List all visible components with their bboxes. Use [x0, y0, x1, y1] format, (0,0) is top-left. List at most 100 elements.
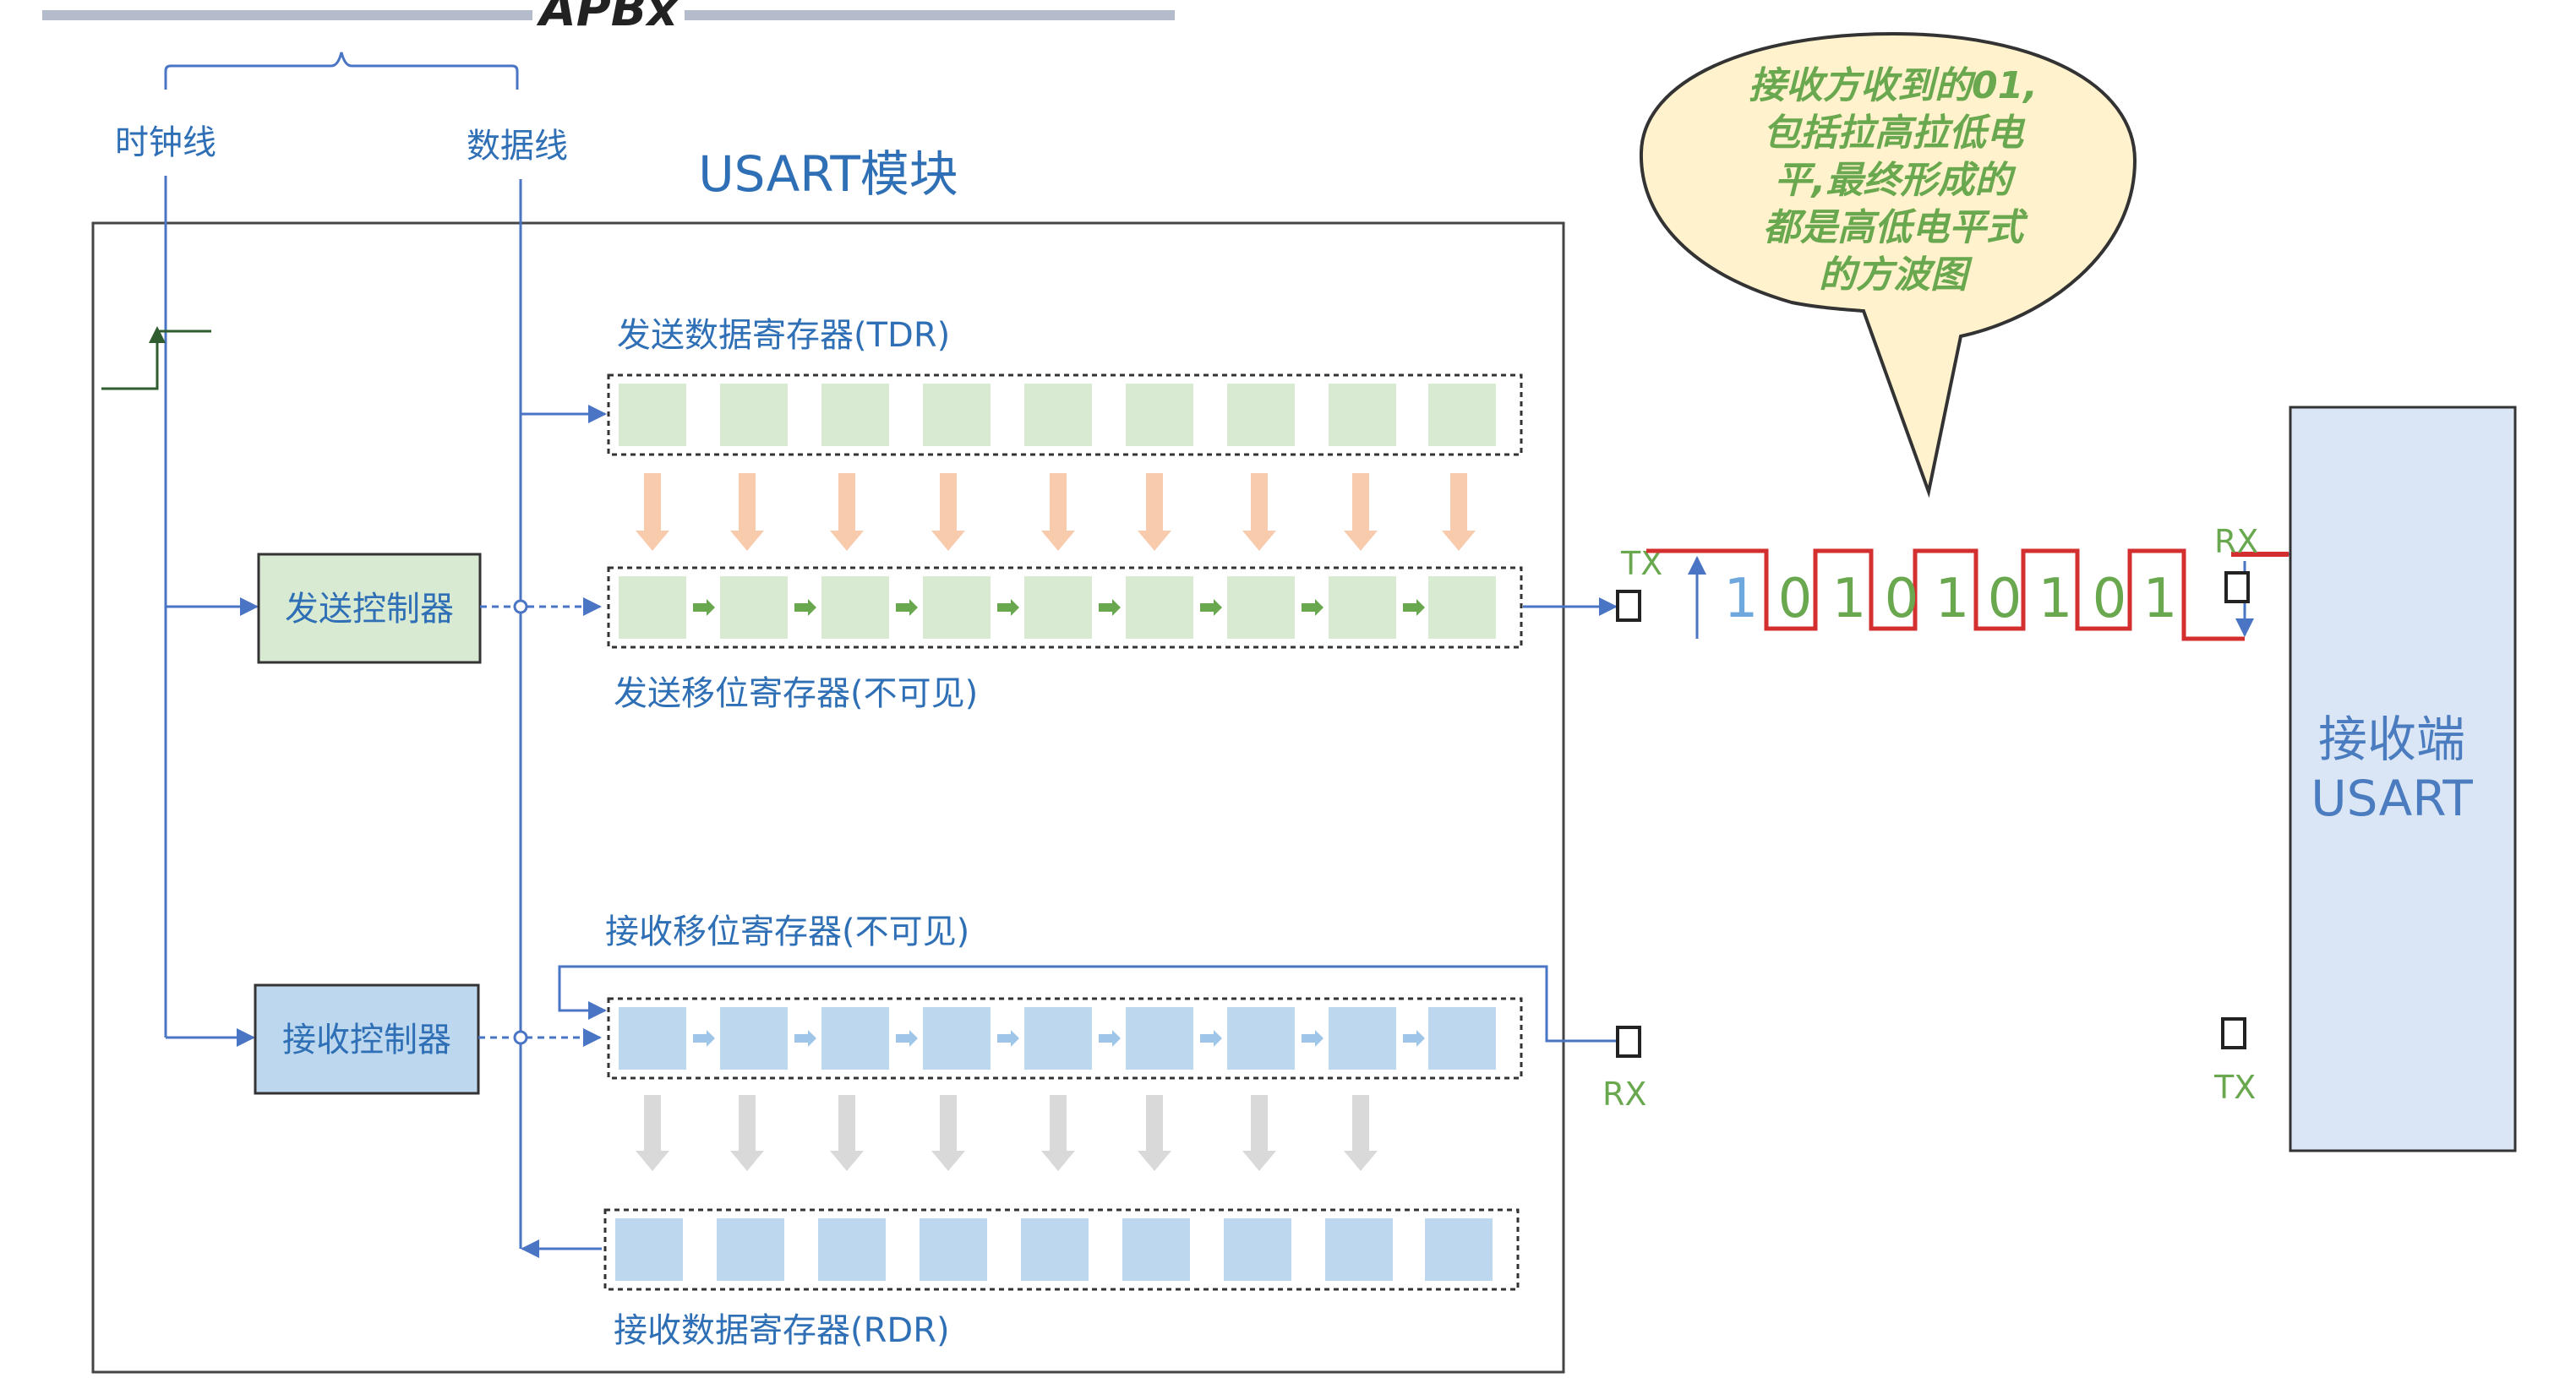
waveform-bit-7: 1: [2038, 568, 2073, 630]
tdr-cell-2: [720, 384, 788, 446]
usart-module-box: [91, 221, 1565, 1374]
bus-brace: [164, 52, 519, 90]
tx-shift-arrow-2: [794, 599, 816, 616]
tx-shift-register: [607, 566, 1523, 649]
tx-shift-arrow-7: [1302, 599, 1323, 616]
gray-down-arrow-4: [931, 1095, 965, 1171]
tdr-cell-6: [1126, 384, 1193, 446]
tx-junction: [513, 599, 528, 614]
waveform-bit-2: 0: [1778, 568, 1813, 630]
waveform-bit-3: 1: [1832, 568, 1867, 630]
rdr-label: 接收数据寄存器(RDR): [614, 1311, 950, 1350]
rdr-cell-9: [1425, 1218, 1493, 1281]
orange-down-arrow-7: [1242, 473, 1276, 551]
tx-shift-arrow-5: [1099, 599, 1121, 616]
tdr-cell-5: [1024, 384, 1092, 446]
tdr-label: 发送数据寄存器(TDR): [617, 316, 950, 355]
rx-shift-cells: [619, 1007, 1496, 1070]
gray-down-arrow-7: [1242, 1095, 1276, 1171]
tx-shift-cell-7: [1227, 576, 1295, 639]
receiver-tx-pin-label: TX: [2213, 1069, 2256, 1106]
apb-bus-bar-left: [42, 10, 532, 20]
rx-shift-cell-3: [821, 1007, 889, 1070]
tx-controller-box: [257, 553, 482, 664]
callout-line-4: 都是高低电平式: [1763, 206, 2023, 249]
rx-junction: [513, 1030, 528, 1045]
rdr-cell-6: [1122, 1218, 1190, 1281]
module-rx-pin: [1616, 1026, 1641, 1058]
tx-shift-cell-4: [923, 576, 991, 639]
rdr-cell-3: [818, 1218, 886, 1281]
waveform-bit-6: 0: [1988, 568, 2022, 630]
receiver-tx-pin: [2221, 1017, 2246, 1049]
callout-text: 接收方收到的01, 包括拉高拉低电 平,最终形成的 都是高低电平式 的方波图: [1682, 63, 2104, 299]
rx-shift-arrow-1: [693, 1030, 715, 1047]
orange-down-arrow-8: [1344, 473, 1378, 551]
receiver-rx-pin-label: RX: [2214, 523, 2258, 560]
waveform-bit-9: 1: [2143, 568, 2178, 630]
tx-shift-arrow-3: [896, 599, 918, 616]
rx-shift-arrow-4: [997, 1030, 1019, 1047]
waveform-line: [1646, 548, 2245, 641]
tx-shift-cell-8: [1329, 576, 1396, 639]
orange-down-arrow-9: [1442, 473, 1476, 551]
rdr-cell-1: [615, 1218, 683, 1281]
tdr-to-shift-arrows: [636, 473, 1476, 551]
tdr-cell-9: [1428, 384, 1496, 446]
rx-controller-label: 接收控制器: [282, 1021, 451, 1059]
module-rx-pin-label: RX: [1602, 1076, 1646, 1113]
gray-down-arrow-1: [636, 1095, 669, 1171]
receiver-rx-pin: [2224, 571, 2250, 603]
apb-bus-name: APBx: [536, 0, 679, 37]
rdr-cell-5: [1021, 1218, 1089, 1281]
orange-down-arrow-6: [1138, 473, 1171, 551]
orange-down-arrow-2: [730, 473, 764, 551]
data-line-label: 数据线: [467, 127, 568, 166]
orange-down-arrow-4: [931, 473, 965, 551]
rx-controller-box: [254, 983, 480, 1095]
tx-shift-cell-1: [619, 576, 686, 639]
tx-shift-cell-5: [1024, 576, 1092, 639]
tx-shift-cell-6: [1126, 576, 1193, 639]
waveform-bit-1: 1: [1724, 568, 1759, 630]
tx-shift-arrow-6: [1200, 599, 1222, 616]
rx-shift-arrow-2: [794, 1030, 816, 1047]
tdr-cell-1: [619, 384, 686, 446]
rx-shift-label: 接收移位寄存器(不可见): [605, 912, 969, 951]
clock-line-label: 时钟线: [115, 123, 216, 162]
orange-down-arrow-3: [830, 473, 864, 551]
rdr-cell-4: [920, 1218, 987, 1281]
rx-shift-arrow-8: [1403, 1030, 1425, 1047]
gray-down-arrow-6: [1138, 1095, 1171, 1171]
rx-shift-cell-8: [1329, 1007, 1396, 1070]
rx-shift-register: [607, 997, 1523, 1080]
rx-shift-cell-2: [720, 1007, 788, 1070]
gray-down-arrow-2: [730, 1095, 764, 1171]
gray-down-arrow-8: [1344, 1095, 1378, 1171]
tdr-cell-7: [1227, 384, 1295, 446]
tx-shift-cell-2: [720, 576, 788, 639]
waveform-bit-5: 1: [1935, 568, 1970, 630]
rx-shift-cell-1: [619, 1007, 686, 1070]
tdr-cell-4: [923, 384, 991, 446]
shift-to-rdr-arrows: [636, 1095, 1378, 1171]
gray-down-arrow-5: [1041, 1095, 1075, 1171]
tx-shift-arrow-4: [997, 599, 1019, 616]
callout-line-3: 平,最终形成的: [1774, 159, 2012, 202]
waveform-bit-8: 0: [2093, 568, 2127, 630]
callout-line-5: 的方波图: [1819, 253, 1967, 297]
receiver-line-2: USART: [2311, 770, 2473, 827]
receiver-usart-label: 接收端 USART: [2273, 710, 2510, 828]
rdr-cell-7: [1224, 1218, 1291, 1281]
tx-shift-cells: [619, 576, 1496, 639]
tdr-register: [607, 373, 1523, 456]
rx-shift-arrow-6: [1200, 1030, 1222, 1047]
rx-shift-arrow-7: [1302, 1030, 1323, 1047]
apb-bus: APBx: [42, 0, 1175, 37]
tx-shift-arrow-8: [1403, 599, 1425, 616]
rx-pin-loop: [558, 965, 1616, 1043]
rdr-cell-2: [717, 1218, 784, 1281]
rx-shift-cell-9: [1428, 1007, 1496, 1070]
